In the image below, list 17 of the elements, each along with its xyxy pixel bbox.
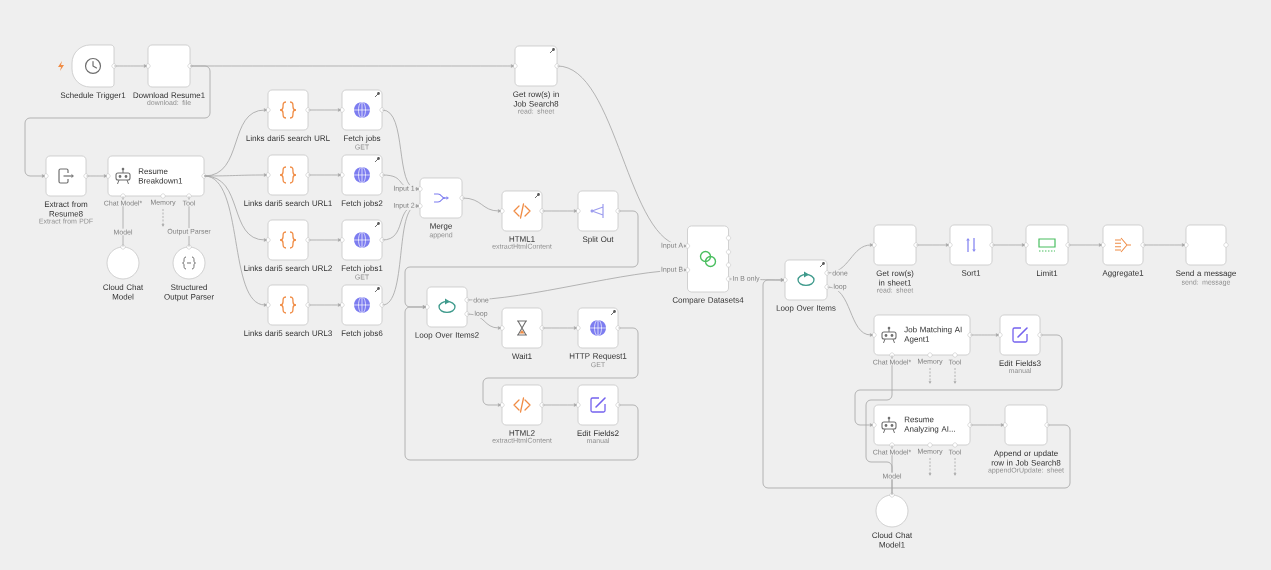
- arrow: [382, 174, 420, 191]
- arrow: [762, 278, 1071, 489]
- arrow: [827, 243, 874, 274]
- arrow: [482, 327, 639, 407]
- arrow: [467, 268, 687, 301]
- arrow: [204, 173, 268, 177]
- arrow: [404, 210, 639, 309]
- connector-line: [865, 355, 893, 495]
- arrow: [24, 65, 211, 178]
- arrow: [557, 65, 687, 248]
- arrow: [382, 204, 420, 306]
- arrow: [204, 175, 268, 307]
- arrow: [827, 286, 874, 337]
- arrow: [462, 197, 502, 213]
- arrow: [854, 334, 1063, 427]
- arrow: [404, 305, 639, 461]
- arrow: [467, 313, 502, 330]
